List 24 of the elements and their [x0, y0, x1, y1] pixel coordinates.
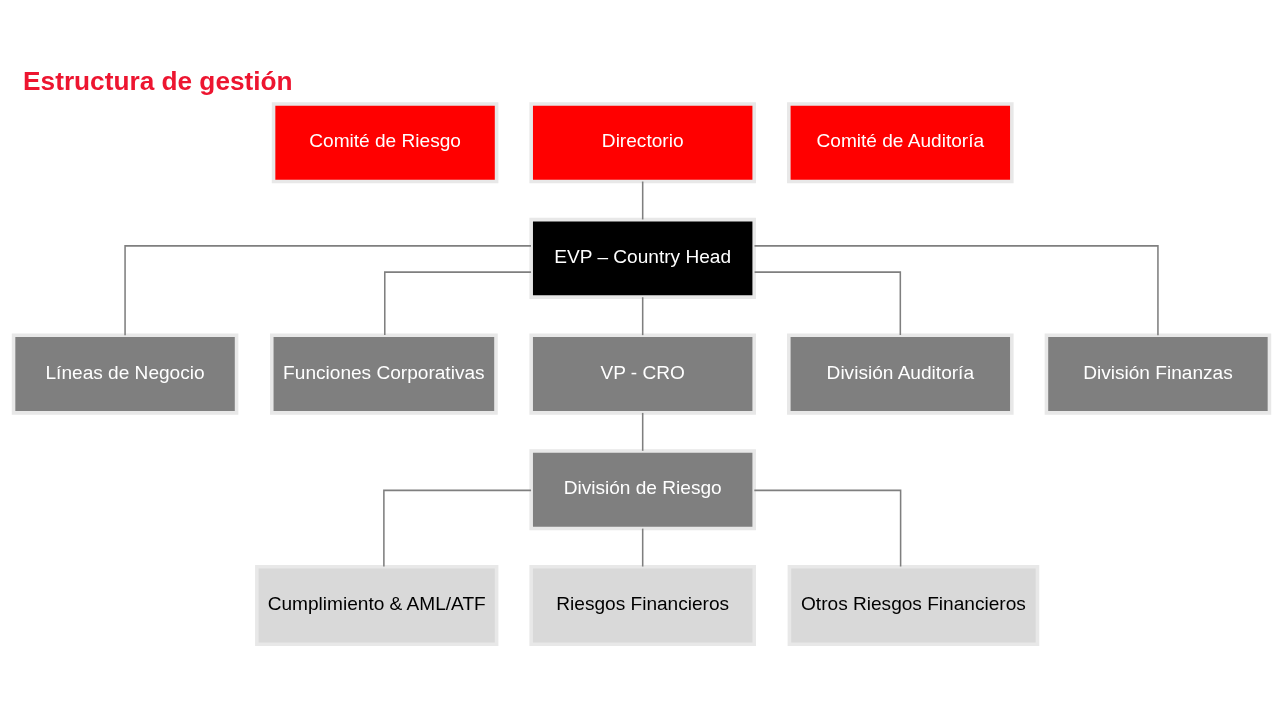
- connector: [384, 270, 532, 336]
- connector: [753, 244, 1159, 336]
- connector: [641, 295, 644, 336]
- node-box: División de Riesgo: [529, 448, 756, 530]
- node-box: Riesgos Financieros: [529, 564, 756, 646]
- node-box: División Finanzas: [1044, 333, 1272, 415]
- connector: [753, 270, 902, 336]
- connector: [641, 180, 644, 220]
- node-box: Comité de Riesgo: [271, 101, 499, 183]
- node-box: Cumplimiento & AML/ATF: [255, 564, 499, 646]
- connector: [641, 527, 644, 567]
- node-box: Comité de Auditoría: [787, 101, 1014, 183]
- node-box: Funciones Corporativas: [269, 333, 498, 415]
- node-box: División Auditoría: [787, 333, 1014, 415]
- node-box: Líneas de Negocio: [11, 333, 239, 415]
- node-box: EVP – Country Head: [529, 217, 756, 299]
- node-box: VP - CRO: [529, 333, 756, 415]
- diagram-title: Estructura de gestión: [23, 65, 293, 96]
- connector: [124, 244, 532, 336]
- connector: [383, 489, 532, 567]
- node-box: Otros Riesgos Financieros: [787, 564, 1040, 646]
- connector: [641, 411, 644, 452]
- node-box: Directorio: [529, 101, 756, 183]
- connector: [753, 489, 902, 567]
